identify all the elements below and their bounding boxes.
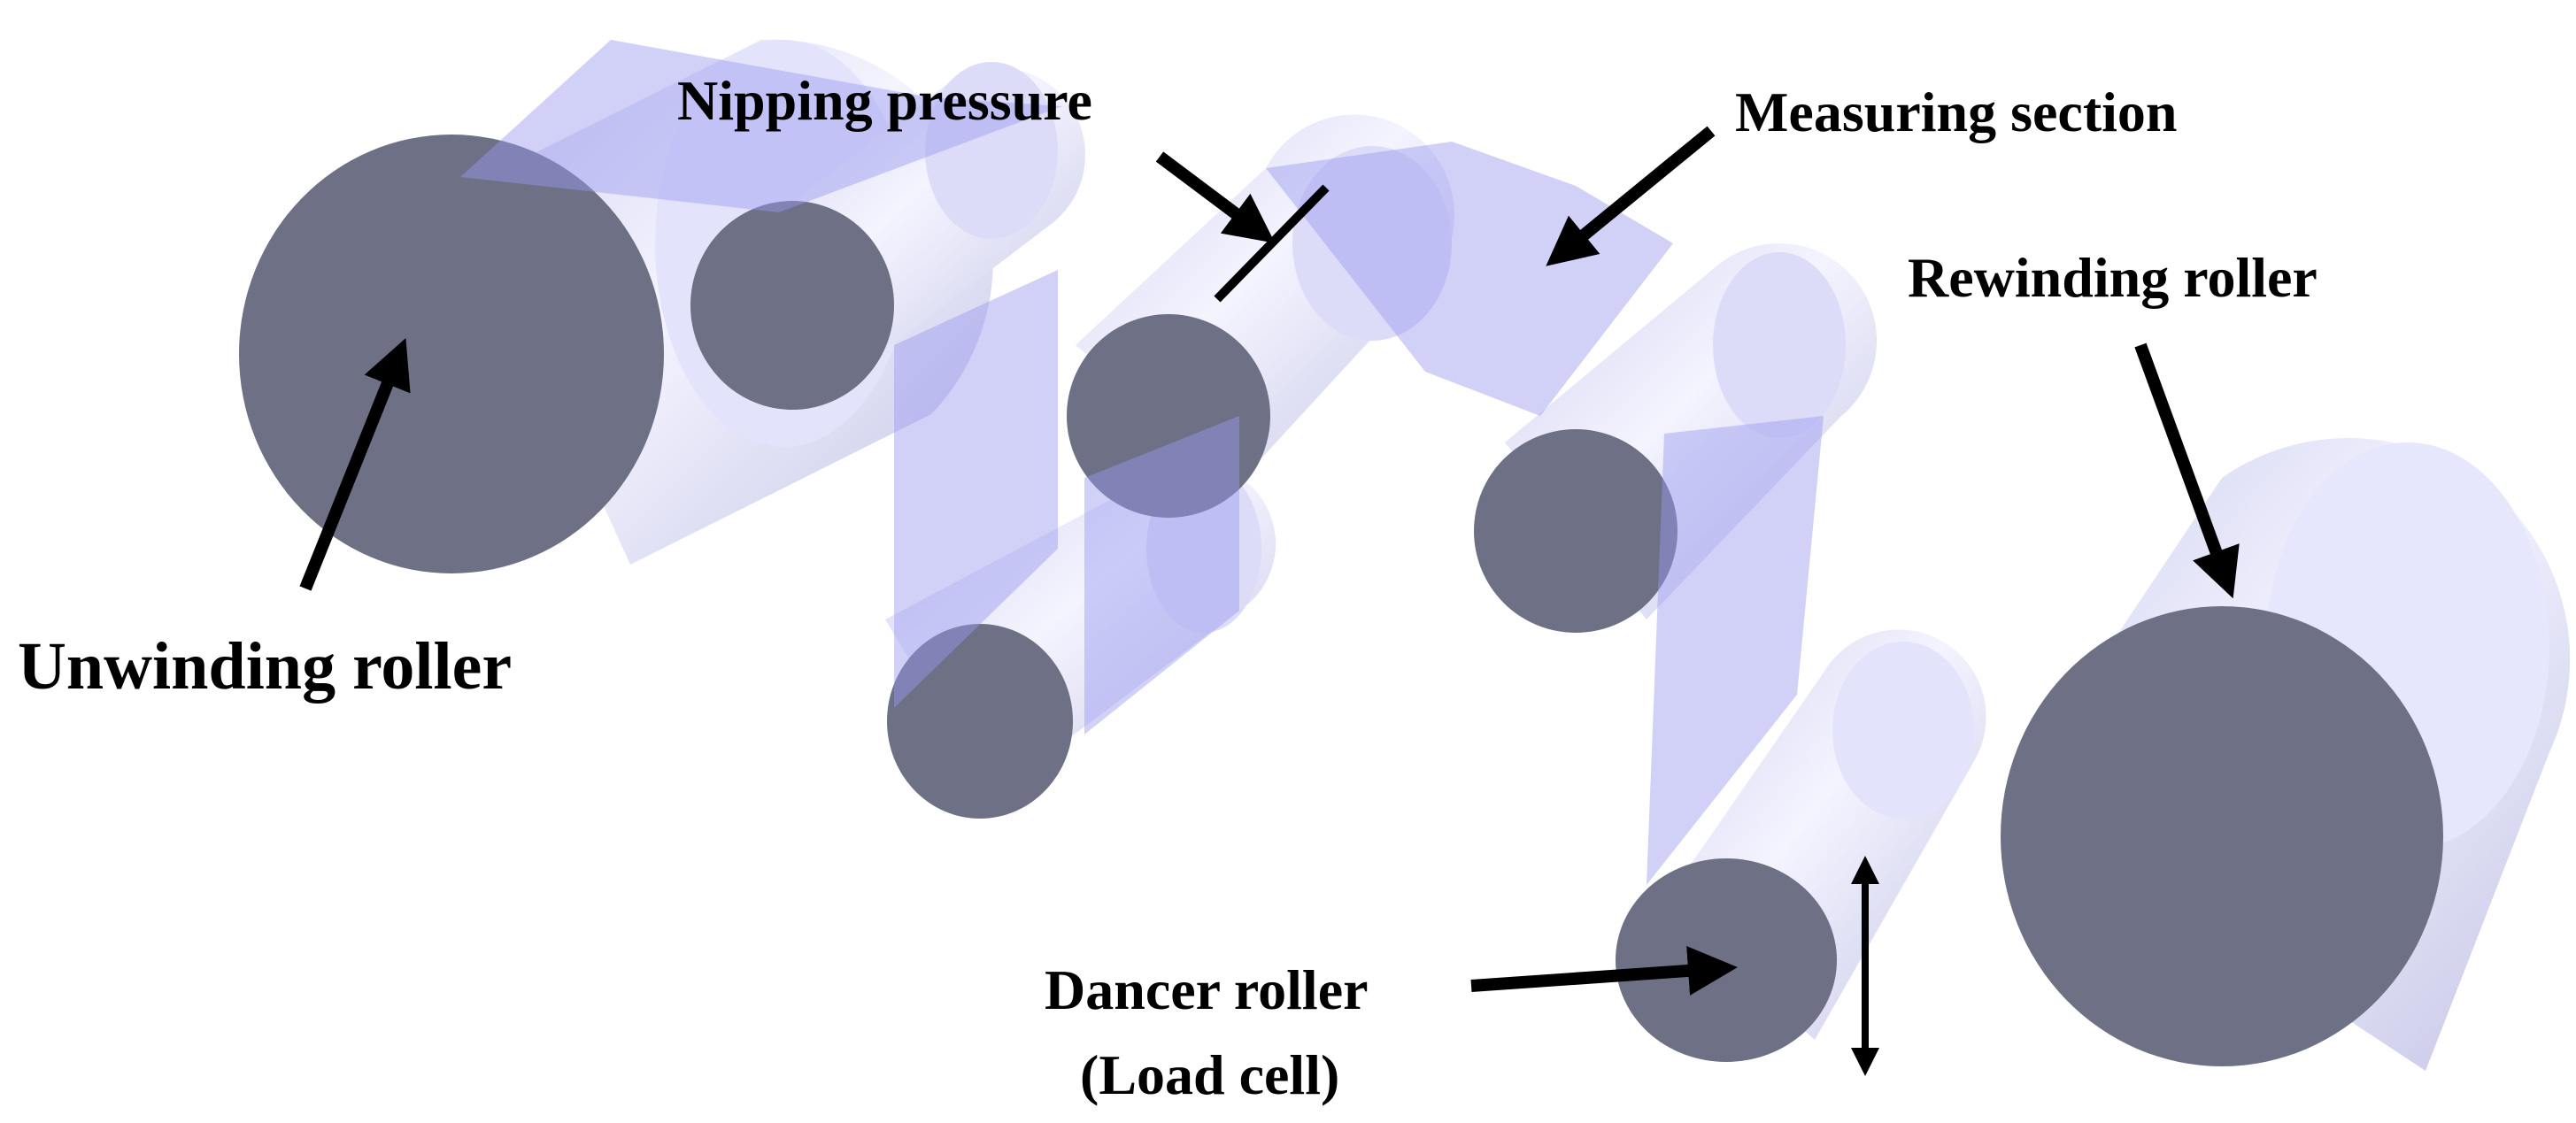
roller-upper-left — [690, 62, 1086, 410]
arrow-nipping — [1155, 151, 1276, 243]
label-rewinding-roller: Rewinding roller — [1908, 246, 2318, 309]
arrow-measuring — [1546, 126, 1716, 266]
label-dancer-roller: Dancer roller — [1045, 958, 1369, 1021]
label-load-cell: (Load cell) — [1080, 1043, 1339, 1106]
arrow-rewinding — [2134, 342, 2240, 599]
nipping-line — [1214, 184, 1330, 303]
roller-measuring-right — [1474, 242, 1878, 633]
arrow-dancer — [1470, 946, 1738, 996]
label-nipping-pressure: Nipping pressure — [677, 69, 1092, 132]
label-unwinding-roller: Unwinding roller — [18, 629, 512, 704]
arrow-unwinding — [299, 338, 411, 591]
rewinding-roller — [2001, 437, 2571, 1071]
web-path — [460, 40, 1824, 885]
label-measuring-section: Measuring section — [1735, 81, 2178, 143]
roller-lower-middle — [885, 464, 1276, 819]
nip-roller — [1067, 114, 1454, 518]
